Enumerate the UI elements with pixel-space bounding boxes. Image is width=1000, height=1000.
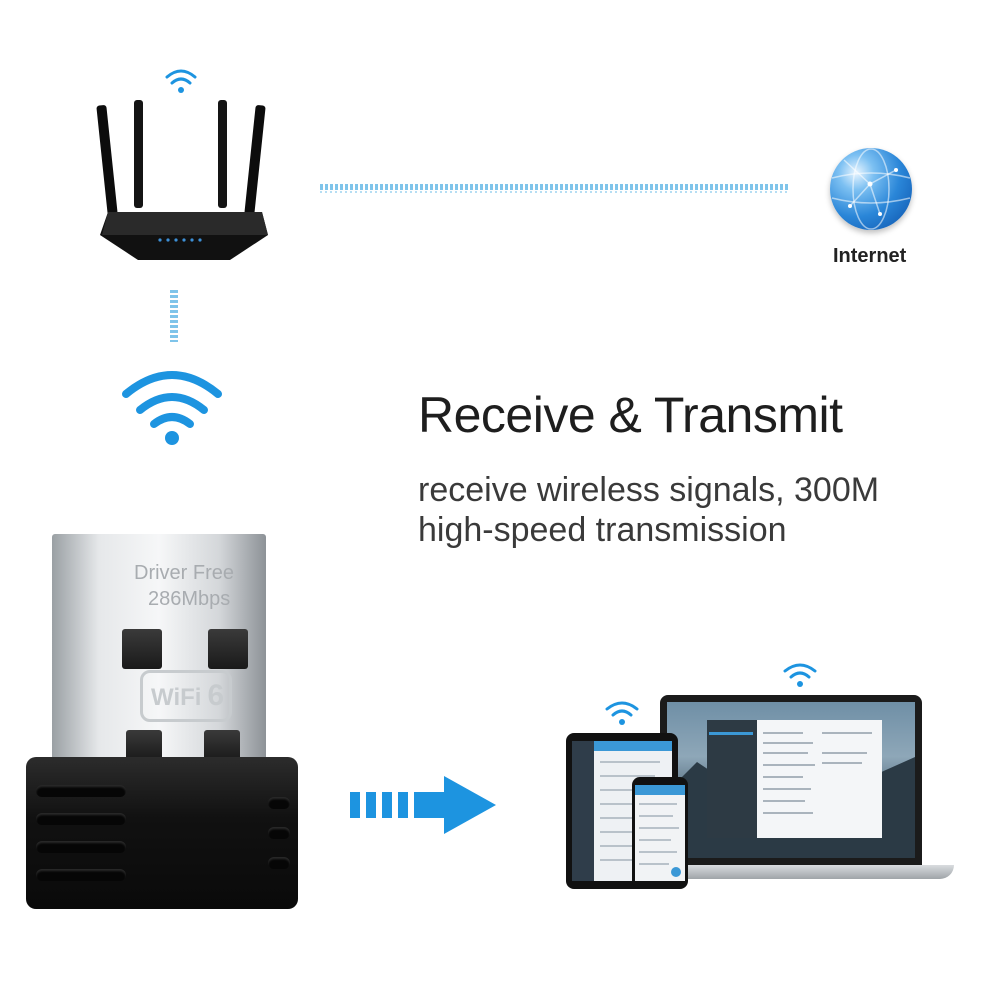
laptop-icon [660,695,922,865]
wifi-icon [783,663,817,687]
phone-icon [632,777,688,889]
subline-line-2: high-speed transmission [418,511,787,549]
ridge [268,857,290,869]
ridge [36,841,126,853]
usb-label-speed: 286Mbps [148,588,231,610]
usb-adapter-icon: Driver Free 286Mbps [52,534,266,774]
ridge [268,827,290,839]
subline: receive wireless signals, 300M high-spee… [418,470,879,550]
usb-contact-hole [208,629,248,669]
usb-adapter-body [26,757,298,909]
ridge [36,813,126,825]
ridge [36,785,126,797]
subline-line-1: receive wireless signals, 300M [418,471,880,509]
connection-line-vertical [170,290,178,342]
wifi-icon [122,371,222,445]
connection-line-horizontal [320,184,788,190]
connection-line-horizontal-shadow [320,191,788,193]
wifi-icon [605,701,639,725]
wifi6-badge-letters: WiFi [151,684,202,711]
laptop-base [636,865,954,879]
usb-contact-hole [204,730,240,760]
router-icon [96,100,268,260]
ridge [36,869,126,881]
usb-contact-hole [126,730,162,760]
usb-label-driver: Driver Free [134,562,235,584]
wifi-icon [165,69,197,93]
headline: Receive & Transmit [418,387,843,443]
internet-label: Internet [833,245,907,267]
wifi6-badge-number: 6 [207,679,225,712]
ridge [268,797,290,809]
usb-contact-hole [122,629,162,669]
globe-icon [830,148,912,230]
